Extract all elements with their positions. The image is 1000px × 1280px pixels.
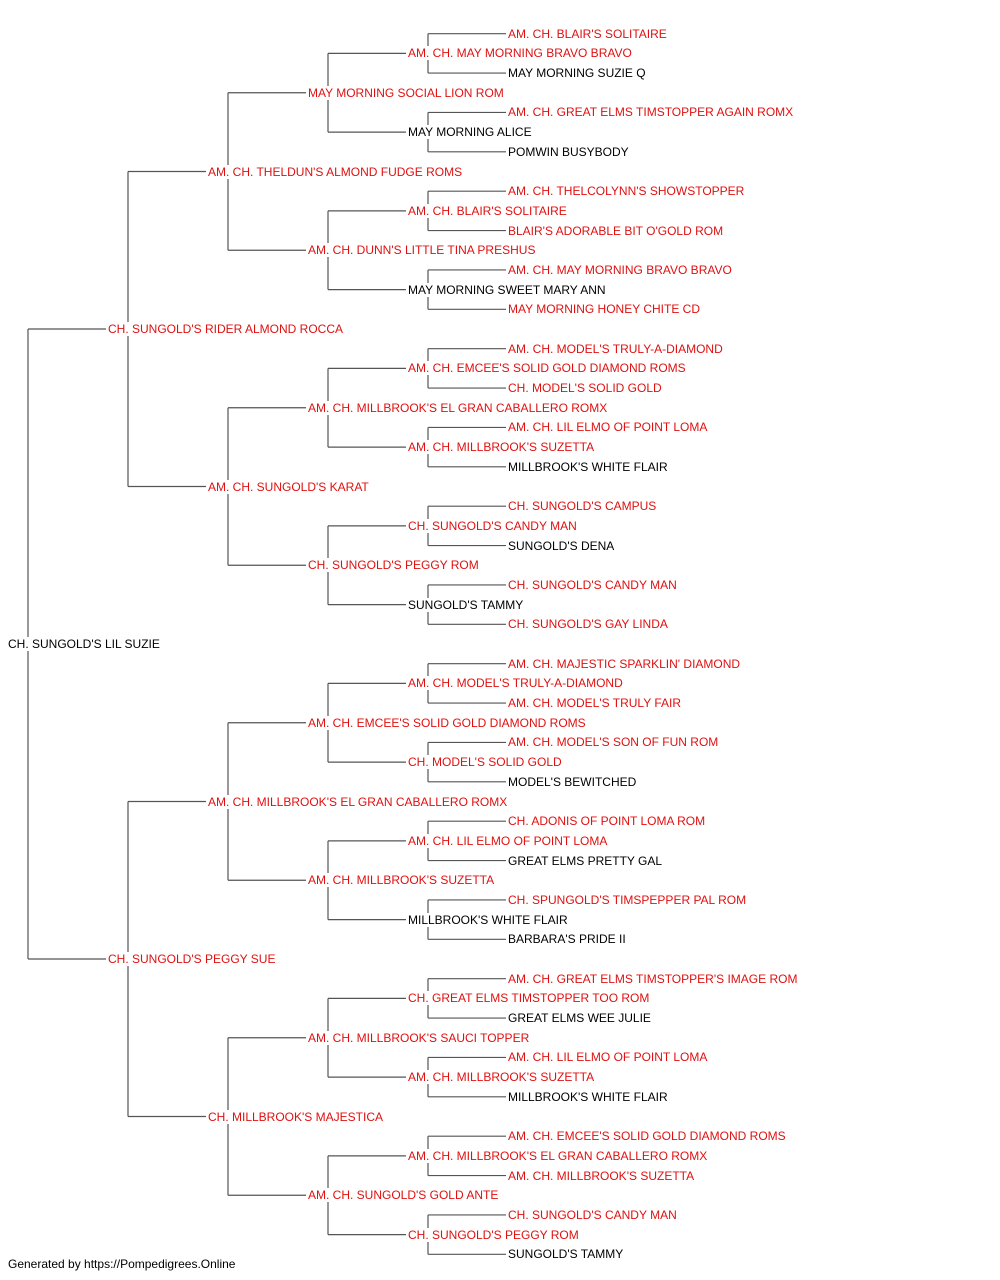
subject-dog-name: CH. SUNGOLD'S LIL SUZIE <box>8 637 162 651</box>
ancestor-name-gen-4: MAY MORNING ALICE <box>408 125 534 140</box>
generated-by-footer: Generated by https://Pompedigrees.Online <box>8 1257 236 1271</box>
ancestor-name-gen-5: AM. CH. BLAIR'S SOLITAIRE <box>508 26 669 41</box>
ancestor-name-gen-5: SUNGOLD'S DENA <box>508 538 617 553</box>
ancestor-name-gen-3: AM. CH. MILLBROOK'S SAUCI TOPPER <box>308 1030 532 1045</box>
ancestor-name-gen-4: CH. SUNGOLD'S PEGGY ROM <box>408 1227 581 1242</box>
ancestor-name-gen-5: AM. CH. LIL ELMO OF POINT LOMA <box>508 420 710 435</box>
ancestor-name-gen-5: AM. CH. GREAT ELMS TIMSTOPPER AGAIN ROMX <box>508 105 796 120</box>
ancestor-name-gen-3: AM. CH. SUNGOLD'S GOLD ANTE <box>308 1188 501 1203</box>
ancestor-name-gen-2: AM. CH. SUNGOLD'S KARAT <box>208 479 371 494</box>
ancestor-name-gen-4: MAY MORNING SWEET MARY ANN <box>408 282 608 297</box>
ancestor-name-gen-5: MAY MORNING SUZIE Q <box>508 66 648 81</box>
ancestor-name-gen-4: AM. CH. EMCEE'S SOLID GOLD DIAMOND ROMS <box>408 361 688 376</box>
ancestor-name-gen-4: CH. SUNGOLD'S CANDY MAN <box>408 518 579 533</box>
ancestor-name-gen-5: MODEL'S BEWITCHED <box>508 774 639 789</box>
ancestor-name-gen-5: CH. SPUNGOLD'S TIMSPEPPER PAL ROM <box>508 892 749 907</box>
ancestor-name-gen-3: AM. CH. DUNN'S LITTLE TINA PRESHUS <box>308 243 538 258</box>
ancestor-name-gen-3: CH. SUNGOLD'S PEGGY ROM <box>308 558 481 573</box>
ancestor-name-gen-5: SUNGOLD'S TAMMY <box>508 1247 626 1262</box>
ancestor-name-gen-5: AM. CH. MODEL'S TRULY-A-DIAMOND <box>508 341 725 356</box>
ancestor-name-gen-4: CH. GREAT ELMS TIMSTOPPER TOO ROM <box>408 991 652 1006</box>
ancestor-name-gen-5: CH. SUNGOLD'S CANDY MAN <box>508 1207 679 1222</box>
ancestor-name-gen-5: CH. SUNGOLD'S CANDY MAN <box>508 577 679 592</box>
ancestor-name-gen-2: CH. MILLBROOK'S MAJESTICA <box>208 1109 385 1124</box>
ancestor-name-gen-5: POMWIN BUSYBODY <box>508 144 631 159</box>
ancestor-name-gen-5: AM. CH. MODEL'S SON OF FUN ROM <box>508 735 721 750</box>
ancestor-name-gen-2: AM. CH. MILLBROOK'S EL GRAN CABALLERO RO… <box>208 794 510 809</box>
ancestor-name-gen-3: AM. CH. MILLBROOK'S SUZETTA <box>308 873 497 888</box>
ancestor-name-gen-5: CH. SUNGOLD'S GAY LINDA <box>508 617 670 632</box>
ancestor-name-gen-5: AM. CH. MAJESTIC SPARKLIN' DIAMOND <box>508 656 743 671</box>
ancestor-name-gen-4: AM. CH. MODEL'S TRULY-A-DIAMOND <box>408 676 625 691</box>
ancestor-name-gen-5: AM. CH. EMCEE'S SOLID GOLD DIAMOND ROMS <box>508 1129 788 1144</box>
ancestor-name-gen-5: GREAT ELMS PRETTY GAL <box>508 853 665 868</box>
ancestor-name-gen-5: GREAT ELMS WEE JULIE <box>508 1011 653 1026</box>
ancestor-name-gen-5: CH. ADONIS OF POINT LOMA ROM <box>508 814 708 829</box>
ancestor-name-gen-2: AM. CH. THELDUN'S ALMOND FUDGE ROMS <box>208 164 465 179</box>
ancestor-name-gen-1: CH. SUNGOLD'S PEGGY SUE <box>108 952 278 966</box>
ancestor-name-gen-5: CH. MODEL'S SOLID GOLD <box>508 381 664 396</box>
ancestor-name-gen-5: BARBARA'S PRIDE II <box>508 932 628 947</box>
ancestor-name-gen-3: MAY MORNING SOCIAL LION ROM <box>308 85 506 100</box>
ancestor-name-gen-4: CH. MODEL'S SOLID GOLD <box>408 755 564 770</box>
ancestor-name-gen-5: AM. CH. LIL ELMO OF POINT LOMA <box>508 1050 710 1065</box>
ancestor-name-gen-4: AM. CH. LIL ELMO OF POINT LOMA <box>408 833 610 848</box>
ancestor-name-gen-5: AM. CH. THELCOLYNN'S SHOWSTOPPER <box>508 184 747 199</box>
ancestor-name-gen-4: AM. CH. MILLBROOK'S SUZETTA <box>408 440 597 455</box>
ancestor-name-gen-3: AM. CH. MILLBROOK'S EL GRAN CABALLERO RO… <box>308 400 610 415</box>
ancestor-name-gen-5: AM. CH. GREAT ELMS TIMSTOPPER'S IMAGE RO… <box>508 971 800 986</box>
ancestor-name-gen-5: MILLBROOK'S WHITE FLAIR <box>508 459 670 474</box>
ancestor-name-gen-4: AM. CH. MILLBROOK'S EL GRAN CABALLERO RO… <box>408 1148 710 1163</box>
ancestor-name-gen-4: MILLBROOK'S WHITE FLAIR <box>408 912 570 927</box>
ancestor-name-gen-5: MAY MORNING HONEY CHITE CD <box>508 302 703 317</box>
ancestor-name-gen-5: AM. CH. MAY MORNING BRAVO BRAVO <box>508 262 734 277</box>
ancestor-name-gen-5: CH. SUNGOLD'S CAMPUS <box>508 499 659 514</box>
ancestor-name-gen-1: CH. SUNGOLD'S RIDER ALMOND ROCCA <box>108 322 345 336</box>
ancestor-name-gen-3: AM. CH. EMCEE'S SOLID GOLD DIAMOND ROMS <box>308 715 588 730</box>
ancestor-name-gen-4: SUNGOLD'S TAMMY <box>408 597 526 612</box>
ancestor-name-gen-4: AM. CH. MILLBROOK'S SUZETTA <box>408 1070 597 1085</box>
ancestor-name-gen-4: AM. CH. BLAIR'S SOLITAIRE <box>408 203 569 218</box>
ancestor-name-gen-5: AM. CH. MODEL'S TRULY FAIR <box>508 696 683 711</box>
ancestor-name-gen-5: BLAIR'S ADORABLE BIT O'GOLD ROM <box>508 223 726 238</box>
ancestor-name-gen-4: AM. CH. MAY MORNING BRAVO BRAVO <box>408 46 634 61</box>
ancestor-name-gen-5: AM. CH. MILLBROOK'S SUZETTA <box>508 1168 697 1183</box>
ancestor-name-gen-5: MILLBROOK'S WHITE FLAIR <box>508 1089 670 1104</box>
